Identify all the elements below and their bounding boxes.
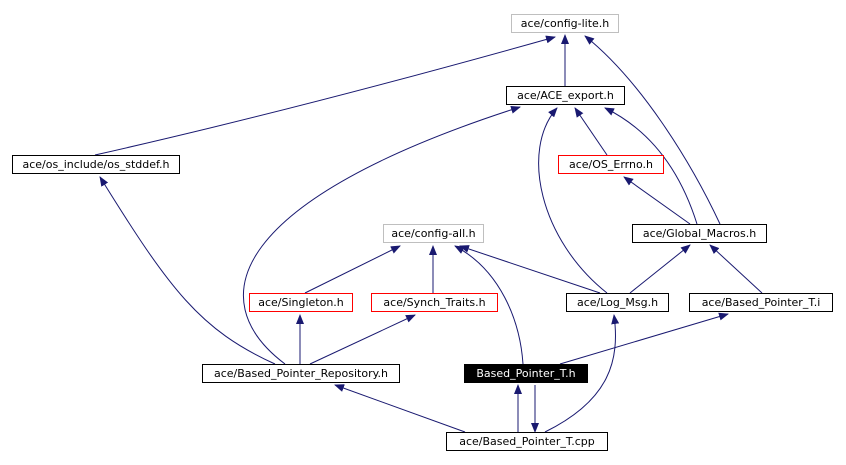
edge-cpp-to-repository bbox=[334, 384, 466, 433]
node-label: ace/OS_Errno.h bbox=[569, 158, 653, 171]
edge-global-macros-to-config-lite bbox=[584, 35, 721, 225]
node-synch-traits-h[interactable]: ace/Synch_Traits.h bbox=[371, 293, 498, 312]
edge-based-pointer-t-i-to-global-macros bbox=[709, 244, 763, 294]
node-config-all-h[interactable]: ace/config-all.h bbox=[383, 224, 484, 243]
node-os-stddef-h[interactable]: ace/os_include/os_stddef.h bbox=[12, 155, 180, 174]
edge-log-msg-to-global-macros bbox=[629, 244, 691, 294]
node-ace-export-h[interactable]: ace/ACE_export.h bbox=[506, 86, 625, 105]
edge-log-msg-to-config-all bbox=[459, 245, 601, 294]
node-config-lite-h[interactable]: ace/config-lite.h bbox=[511, 14, 619, 33]
node-label: ace/Global_Macros.h bbox=[642, 227, 757, 240]
node-label: ace/Synch_Traits.h bbox=[383, 296, 486, 309]
node-based-pointer-t-h-current: Based_Pointer_T.h bbox=[464, 364, 588, 383]
edge-repository-to-os-stddef bbox=[99, 176, 276, 365]
node-label: ace/Based_Pointer_T.cpp bbox=[459, 435, 595, 448]
node-label: ace/Based_Pointer_Repository.h bbox=[213, 367, 389, 380]
node-label: ace/Singleton.h bbox=[258, 296, 344, 309]
edge-based-pointer-t-h-to-config-all bbox=[454, 245, 524, 365]
edge-global-macros-to-os-errno bbox=[623, 176, 691, 225]
edge-os-stddef-to-config-lite bbox=[94, 35, 556, 156]
edge-repository-to-ace-export bbox=[242, 105, 521, 365]
edge-repository-to-synch-traits bbox=[309, 314, 416, 365]
node-label: ace/ACE_export.h bbox=[517, 89, 614, 102]
node-label: ace/Log_Msg.h bbox=[576, 296, 659, 309]
edge-singleton-to-config-all bbox=[304, 245, 401, 294]
edge-global-macros-to-ace-export bbox=[604, 107, 698, 225]
node-based-pointer-t-i[interactable]: ace/Based_Pointer_T.i bbox=[689, 293, 833, 312]
node-log-msg-h[interactable]: ace/Log_Msg.h bbox=[566, 293, 669, 312]
node-os-errno-h[interactable]: ace/OS_Errno.h bbox=[558, 155, 664, 174]
node-based-pointer-t-cpp[interactable]: ace/Based_Pointer_T.cpp bbox=[446, 432, 608, 451]
node-label: ace/os_include/os_stddef.h bbox=[22, 158, 170, 171]
edge-cpp-to-log-msg bbox=[544, 314, 620, 433]
edge-log-msg-to-ace-export bbox=[538, 107, 608, 294]
node-global-macros-h[interactable]: ace/Global_Macros.h bbox=[632, 224, 767, 243]
edge-os-errno-to-ace-export bbox=[574, 107, 608, 156]
node-label: ace/Based_Pointer_T.i bbox=[701, 296, 821, 309]
node-label: ace/config-lite.h bbox=[520, 17, 610, 30]
node-label: ace/config-all.h bbox=[391, 227, 476, 240]
node-based-pointer-repository-h[interactable]: ace/Based_Pointer_Repository.h bbox=[202, 364, 400, 383]
edge-based-pointer-t-h-to-based-pointer-t-i bbox=[559, 312, 729, 365]
node-singleton-h[interactable]: ace/Singleton.h bbox=[249, 293, 353, 312]
node-label: Based_Pointer_T.h bbox=[476, 367, 576, 380]
